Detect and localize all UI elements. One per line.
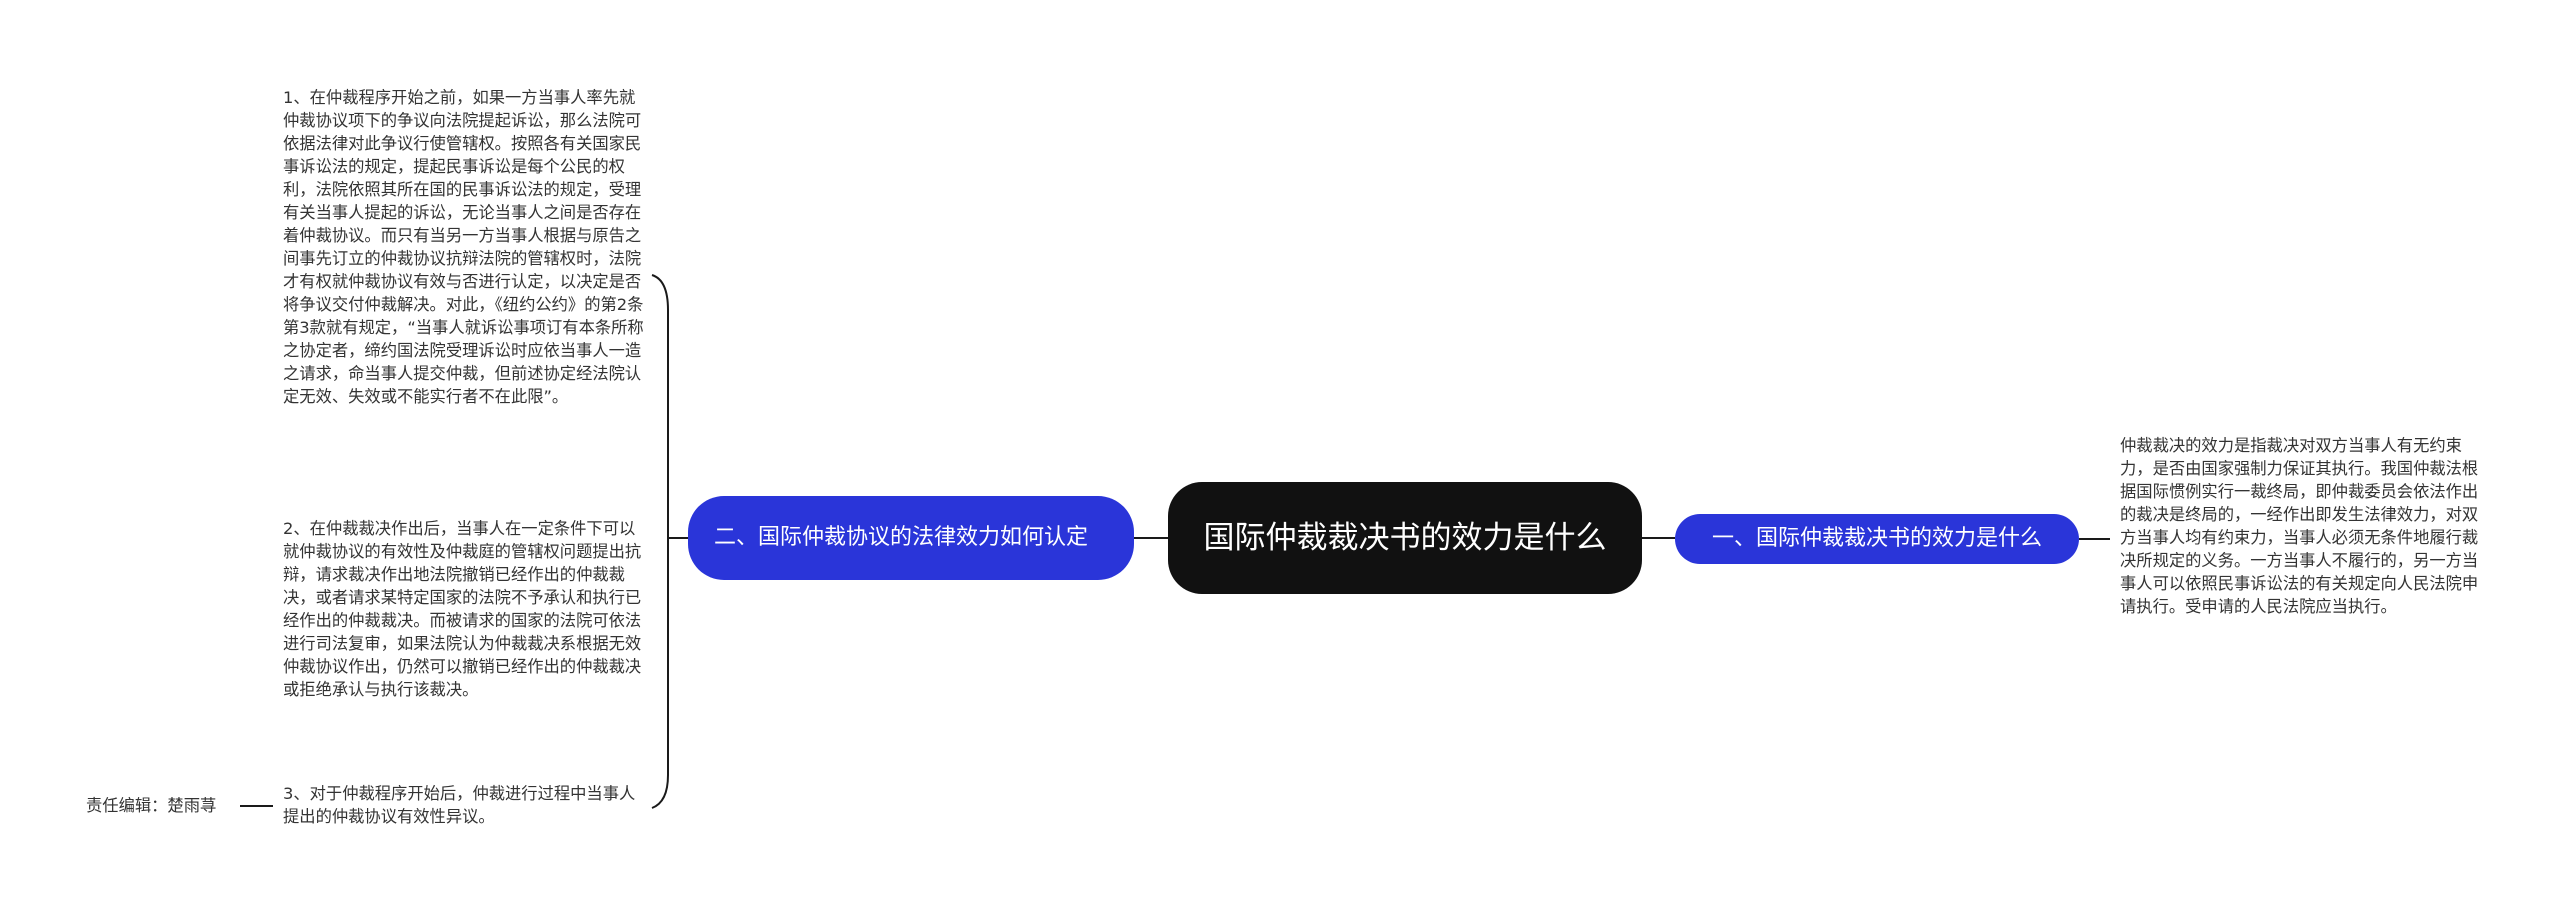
- root-node[interactable]: 国际仲裁裁决书的效力是什么: [1168, 482, 1642, 594]
- root-title: 国际仲裁裁决书的效力是什么: [1203, 520, 1607, 556]
- branch-label: 二、国际仲裁协议的法律效力如何认定: [714, 525, 1089, 550]
- connector-left-bracket: [651, 274, 669, 809]
- leaf-text-before-proceedings: 1、在仲裁程序开始之前，如果一方当事人率先就仲裁协议项下的争议向法院提起诉讼，那…: [283, 88, 644, 406]
- editor-note: 责任编辑：楚雨荨: [86, 796, 217, 815]
- branch-node-award-effect[interactable]: 一、国际仲裁裁决书的效力是什么: [1675, 514, 2079, 564]
- leaf-text-award-effect: 仲裁裁决的效力是指裁决对双方当事人有无约束力，是否由国家强制力保证其执行。我国仲…: [2120, 436, 2479, 616]
- leaf-text-during-proceedings: 3、对于仲裁程序开始后，仲裁进行过程中当事人提出的仲裁协议有效性异议。: [283, 784, 636, 826]
- leaf-text-after-award: 2、在仲裁裁决作出后，当事人在一定条件下可以就仲裁协议的有效性及仲裁庭的管辖权问…: [283, 519, 642, 699]
- branch-node-arbitration-agreement[interactable]: 二、国际仲裁协议的法律效力如何认定: [688, 496, 1134, 580]
- branch-label: 一、国际仲裁裁决书的效力是什么: [1711, 526, 2042, 551]
